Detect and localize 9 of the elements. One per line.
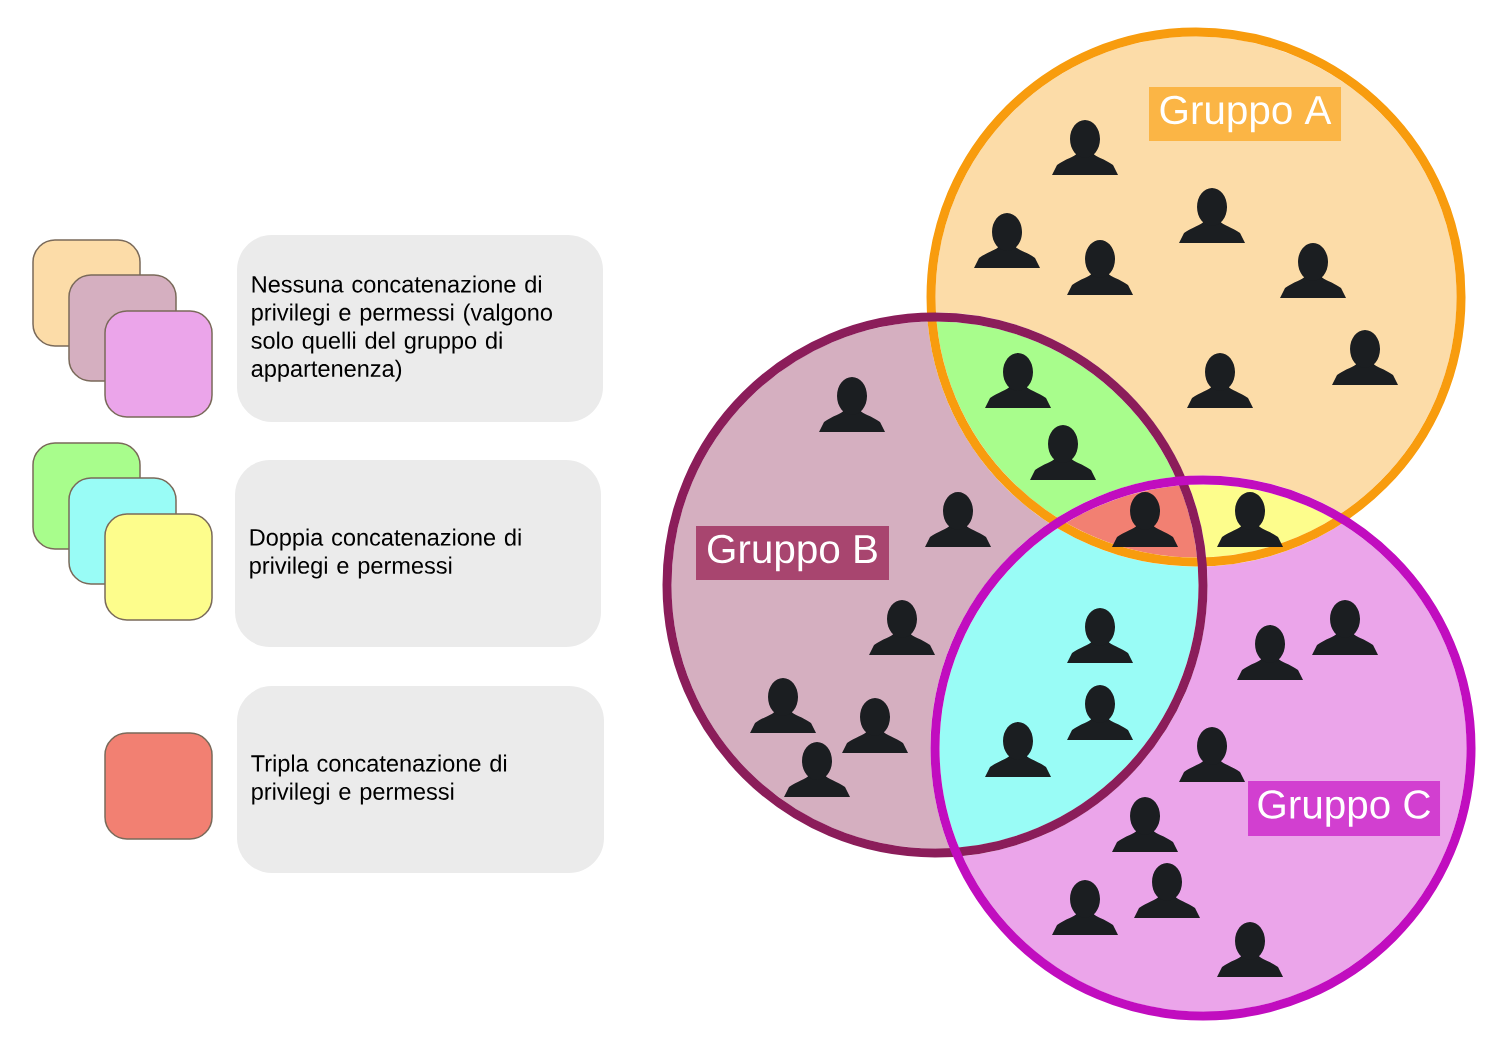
legend-box: Tripla concatenazione di privilegi e permessi (237, 686, 604, 873)
group-label: Gruppo B (696, 526, 889, 580)
group-circle (926, 27, 1466, 567)
legend-box: Doppia concatenazione di privilegi e permessi (235, 460, 601, 647)
group-circle (662, 312, 1208, 858)
group-label: Gruppo A (1149, 87, 1341, 141)
group-circle (930, 475, 1476, 1021)
legend-box: Nessuna concatenazione di privilegi e permessi (valgono solo quelli del gruppo di appartenenza) (237, 235, 603, 422)
group-label: Gruppo C (1248, 781, 1441, 836)
